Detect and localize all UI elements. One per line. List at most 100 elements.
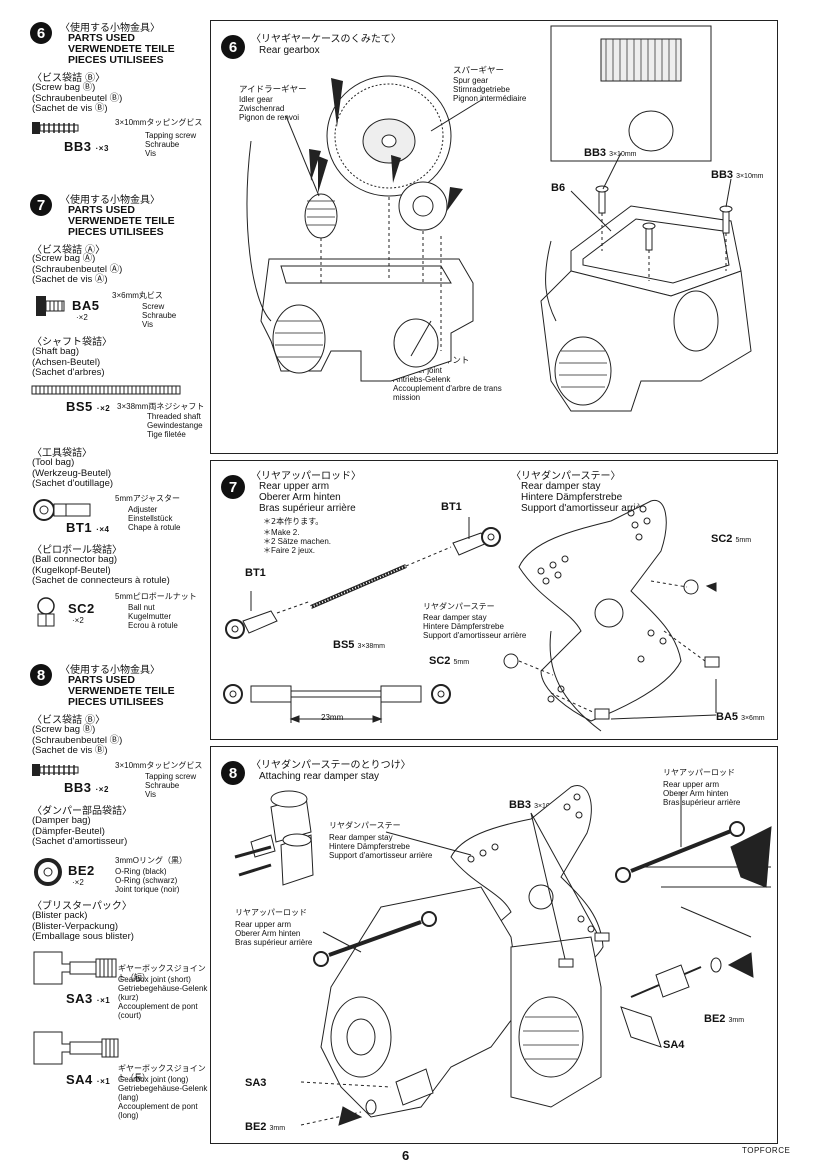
spur-gear-label-jp: スパーギヤー <box>453 66 505 76</box>
s8-bag1-jp: 〈ビス袋詰 Ⓑ〉 <box>32 715 106 726</box>
s7-sc2-size: 5mmピロボールナット <box>115 592 197 601</box>
step-8-panel: 8 〈リヤダンパーステーのとりつけ〉 Attaching rear damper… <box>210 746 778 1144</box>
s8-bb3-size: 3×10mmタッピングビス <box>115 761 203 770</box>
ba5-label: BA5 3×6mm <box>716 711 765 723</box>
s8-bag3-jp: 〈ブリスターパック〉 <box>32 901 132 912</box>
s7-sc2-code: SC2 <box>68 601 95 616</box>
adjuster-icon <box>33 499 91 521</box>
panel-8-title-jp: 〈リヤダンパーステーのとりつけ〉 <box>251 760 411 771</box>
upper-arm-and-stay-drawing <box>223 499 720 732</box>
step-7-badge: 7 <box>30 194 52 216</box>
damper-stay-label-jp: リヤダンパーステー <box>423 602 495 611</box>
s8-sa4-size: ギヤーボックスジョイント（長） <box>118 1064 206 1082</box>
s7-bag3-jp: 〈工具袋詰〉 <box>32 448 92 459</box>
bt1-label-top: BT1 <box>441 501 462 513</box>
s7-bt1-code: BT1 ·×4 <box>66 520 110 535</box>
panel-6-title: Rear gearbox <box>259 45 320 56</box>
panel-8-title: Attaching rear damper stay <box>259 771 380 782</box>
s8-sa4-code: SA4 ·×1 <box>66 1072 111 1087</box>
bb3-label-left: BB3 3×10mm <box>584 147 637 159</box>
gearbox-joint-short-icon <box>33 951 117 985</box>
panel-6-title-jp: 〈リヤギヤーケースのくみたて〉 <box>251 34 401 45</box>
tapping-screw-icon <box>32 122 79 134</box>
bb3-label-right: BB3 3×10mm <box>711 169 764 181</box>
s7-bag1-jp: 〈ビス袋詰 Ⓐ〉 <box>32 245 106 256</box>
stay-label-jp: リヤダンパーステー <box>329 821 401 830</box>
s8-sa3-size: ギヤーボックスジョイント（短） <box>118 964 206 982</box>
s6-bag-jp: 〈ビス袋詰 Ⓑ〉 <box>32 73 106 84</box>
s7-ba5-code: BA5 <box>72 298 100 313</box>
s8-bag2-jp: 〈ダンパー部品袋詰〉 <box>32 806 132 817</box>
step-6-badge: 6 <box>30 22 52 44</box>
step-8-badge: 8 <box>30 664 52 686</box>
rear-gearbox-exploded-drawing <box>246 25 752 412</box>
bt1-label-left: BT1 <box>245 567 266 579</box>
brand-footer: TOPFORCE <box>742 1146 791 1155</box>
o-ring-icon <box>34 858 62 886</box>
sa4-label: SA4 <box>663 1039 685 1051</box>
threaded-shaft-icon <box>31 385 181 395</box>
sc2-label-left: SC2 5mm <box>429 655 470 667</box>
upper-arm-label-right-jp: リヤアッパーロッド <box>663 768 735 777</box>
s7-sc2-qty: ·×2 <box>72 616 84 625</box>
s7-ba5-qty: ·×2 <box>76 313 88 322</box>
upper-arm-title-jp: 〈リヤアッパーロッド〉 <box>251 471 361 482</box>
s6-bag-names: (Screw bag Ⓑ)(Schraubenbeutel Ⓑ)(Sachet … <box>32 82 123 114</box>
panel-6-badge: 6 <box>221 35 245 59</box>
s8-sa4-desc: Gearbox joint (long)Getriebegehäuse-Gele… <box>118 1075 208 1120</box>
s8-be2-size: 3mmOリング（黒） <box>115 856 187 865</box>
s8-bag1-names: (Screw bag Ⓑ)(Schraubenbeutel Ⓑ)(Sachet … <box>32 724 123 756</box>
s8-bag2-names: (Damper bag)(Dämpfer-Beutel)(Sachet d'am… <box>32 815 128 847</box>
bs5-label: BS5 3×38mm <box>333 639 385 651</box>
ball-nut-icon <box>37 597 55 627</box>
s8-sa3-code: SA3 ·×1 <box>66 991 111 1006</box>
damper-stay-attachment-drawing <box>234 785 772 1126</box>
make-two-jp: ＊2本作ります。 <box>263 517 324 526</box>
s7-ba5-size: 3×6mm丸ビス <box>112 291 163 300</box>
s7-bag2-names: (Shaft bag)(Achsen-Beutel)(Sachet d'arbr… <box>32 346 105 378</box>
make-two-note: ＊Make 2.＊2 Sätze machen.＊Faire 2 jeux. <box>263 528 332 555</box>
sc2-label-right: SC2 5mm <box>711 533 752 545</box>
s7-bag3-names: (Tool bag)(Werkzeug-Beutel)(Sachet d'out… <box>32 457 114 489</box>
upper-arm-label-jp: リヤアッパーロッド <box>235 908 307 917</box>
damper-stay-title-jp: 〈リヤダンパーステー〉 <box>511 471 621 482</box>
s8-be2-code: BE2 <box>68 863 95 878</box>
s7-bs5-code: BS5 ·×2 <box>66 399 111 414</box>
tapping-screw-icon <box>32 764 79 776</box>
s8-sa3-desc: Gearbox joint (short)Getriebegehäuse-Gel… <box>118 975 208 1020</box>
s7-bt1-size: 5mmアジャスター <box>115 494 181 503</box>
be2-label-right: BE2 3mm <box>704 1013 745 1025</box>
s7-bag4-names: (Ball connector bag)(Kugelkopf-Beutel)(S… <box>32 554 170 586</box>
step-6-panel: 6 〈リヤギヤーケースのくみたて〉 Rear gearbox アイドラーギヤー … <box>210 20 778 454</box>
sa3-label: SA3 <box>245 1077 267 1089</box>
b6-label: B6 <box>551 182 566 194</box>
screw-icon <box>36 296 65 316</box>
s6-heading-jp: 〈使用する小物金具〉 <box>60 23 160 34</box>
s8-heading-jp: 〈使用する小物金具〉 <box>60 665 160 676</box>
s8-be2-qty: ·×2 <box>72 878 84 887</box>
s6-bb3-size: 3×10mmタッピングビス <box>115 118 203 127</box>
s8-bb3-code: BB3 ·×2 <box>64 780 109 795</box>
s7-bag1-names: (Screw bag Ⓐ)(Schraubenbeutel Ⓐ)(Sachet … <box>32 253 123 285</box>
length-dimension: 23mm <box>321 713 344 722</box>
panel-7-badge: 7 <box>221 475 245 499</box>
s8-be2-desc: O-Ring (black)O-Ring (schwarz)Joint tori… <box>115 867 180 894</box>
s7-heading-jp: 〈使用する小物金具〉 <box>60 195 160 206</box>
